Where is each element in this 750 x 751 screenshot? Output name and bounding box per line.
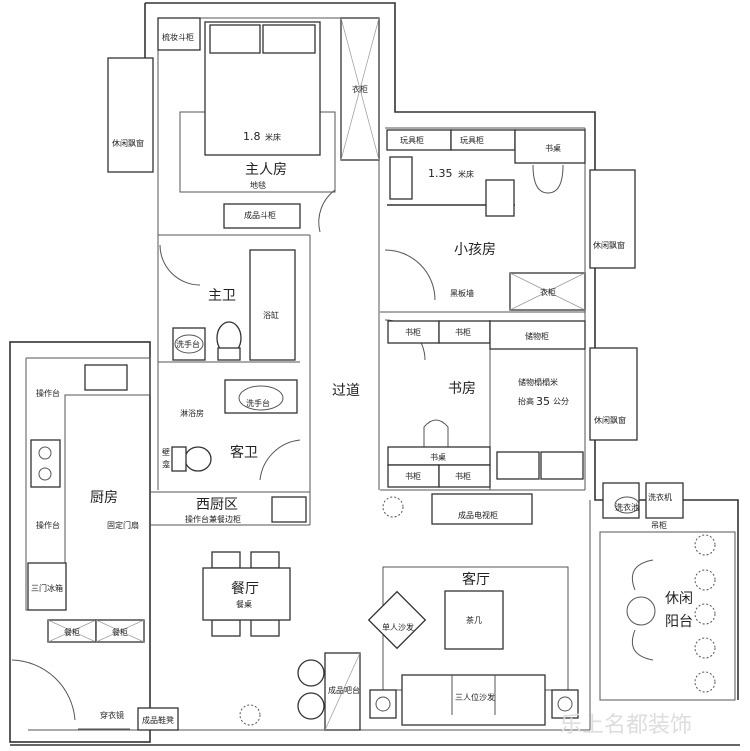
- child-room: 玩具柜 玩具柜 书桌 1.35 米床 小孩房 黑板墙 衣柜 休闲飘窗: [386, 129, 636, 311]
- desk-label-child: 书桌: [545, 143, 561, 153]
- kitchen: 操作台 厨房 操作台 固定门扇 三门冰箱 餐柜 餐柜 西厨区 操作台兼餐边柜: [25, 357, 307, 643]
- balcony: 洗衣池 洗衣机 吊柜 休闲 阳台: [599, 482, 736, 701]
- dresser: [157, 17, 201, 51]
- master-bedroom: 休闲飘窗 梳妆斗柜 1.8 米床 主人房 地毯 衣柜 成品斗柜: [107, 17, 380, 229]
- washbasin-master-label: 洗手台: [176, 339, 200, 349]
- fixed-door-label: 固定门扇: [107, 520, 139, 530]
- laundry-sink-label: 洗衣池: [615, 502, 639, 512]
- coffee-table-label: 茶几: [466, 615, 482, 625]
- tatami-unit: 公分: [553, 397, 569, 406]
- bookcase-label-3: 书柜: [405, 471, 421, 481]
- chest-label: 成品斗柜: [244, 210, 276, 220]
- tatami-height: 35: [536, 395, 550, 408]
- dining-table: [202, 567, 291, 621]
- western-counter-label: 操作台兼餐边柜: [185, 514, 241, 524]
- bathtub-label: 浴缸: [263, 310, 279, 320]
- living-room: 成品电视柜 客厅 茶几 单人沙发 三人位沙发: [367, 493, 579, 726]
- bathrooms: 主卫 浴缸 洗手台 淋浴房 洗手台 客卫 壁 龛 过道: [162, 249, 360, 472]
- bookcase-label-2: 书柜: [455, 327, 471, 337]
- rug-label: 地毯: [250, 180, 266, 190]
- three-seat-sofa: [401, 674, 546, 726]
- mirror-label: 穿衣镜: [100, 710, 124, 720]
- single-sofa: [367, 590, 427, 650]
- desk-label-study: 书桌: [430, 452, 446, 462]
- wardrobe-label: 衣柜: [352, 84, 368, 94]
- ladder: [485, 179, 515, 217]
- wardrobe-child-label: 衣柜: [540, 287, 556, 297]
- child-bed-unit: 米床: [458, 169, 474, 179]
- child-bed-size: 1.35: [428, 167, 453, 180]
- bookcase-label-4: 书柜: [455, 471, 471, 481]
- tv-cabinet-label: 成品电视柜: [458, 510, 498, 520]
- toy-cabinet-label-2: 玩具柜: [460, 135, 484, 145]
- chest: [223, 203, 301, 229]
- dining-table-label: 餐桌: [236, 599, 252, 609]
- room-label-dining: 餐厅: [231, 581, 259, 597]
- room-label-corridor: 过道: [332, 383, 360, 399]
- sideboard-label-1: 餐柜: [64, 627, 80, 637]
- bed-unit: 米床: [265, 132, 281, 142]
- room-label-kitchen: 厨房: [90, 490, 118, 506]
- room-label-master: 主人房: [245, 162, 287, 178]
- blackboard-label: 黑板墙: [450, 288, 474, 298]
- counter-label-2: 操作台: [36, 520, 60, 530]
- dresser-label: 梳妆斗柜: [162, 32, 194, 42]
- dining: 餐厅 餐桌 成品吧台 穿衣镜 成品鞋凳: [78, 551, 361, 731]
- room-label-western-kitchen: 西厨区: [196, 497, 238, 513]
- room-label-balcony-1: 休闲: [665, 591, 693, 607]
- study: 书柜 书柜 储物柜 书房 书桌 书柜 书柜 储物榻榻米 抬高 35 公分 休闲飘…: [387, 320, 638, 488]
- sideboard-label-2: 餐柜: [112, 627, 128, 637]
- sink: [84, 364, 128, 391]
- bookcase-label-1: 书柜: [405, 327, 421, 337]
- bay-window-study: [589, 347, 638, 441]
- bar-label: 成品吧台: [328, 685, 360, 695]
- bay-window-label: 休闲飘窗: [112, 138, 144, 148]
- tatami-raise-label: 抬高: [518, 396, 534, 406]
- watermark: 乐上名都装饰: [560, 713, 692, 738]
- shoe-bench-label: 成品鞋凳: [142, 715, 174, 725]
- fridge-label: 三门冰箱: [31, 583, 63, 593]
- washer-label: 洗衣机: [648, 492, 672, 502]
- wall-cabinet-label: 吊柜: [651, 520, 667, 530]
- single-sofa-label: 单人沙发: [382, 622, 414, 632]
- counter-label-1: 操作台: [36, 388, 60, 398]
- room-label-living: 客厅: [462, 571, 490, 588]
- three-seat-sofa-label: 三人位沙发: [455, 692, 495, 702]
- tatami-label: 储物榻榻米: [518, 377, 558, 387]
- room-label-balcony-2: 阳台: [665, 614, 693, 630]
- room-label-master-bath: 主卫: [208, 288, 236, 304]
- shower-label: 淋浴房: [180, 408, 204, 418]
- stove: [30, 439, 61, 488]
- washbasin-guest-label: 洗手台: [246, 398, 270, 408]
- room-label-study: 书房: [448, 381, 476, 397]
- bed-size: 1.8: [243, 130, 261, 143]
- bay-window-master: [107, 57, 154, 173]
- bay-window-child-label: 休闲飘窗: [593, 240, 625, 250]
- bay-window-study-label: 休闲飘窗: [594, 415, 626, 425]
- toy-cabinet-label-1: 玩具柜: [400, 135, 424, 145]
- niche-label-1: 壁: [162, 447, 170, 457]
- bathtub: [249, 249, 296, 361]
- storage-cabinet-label: 储物柜: [525, 331, 549, 341]
- room-label-guest-bath: 客卫: [230, 444, 258, 461]
- coffee-table: [444, 590, 504, 650]
- bay-window-child: [589, 169, 636, 269]
- niche-label-2: 龛: [162, 459, 170, 469]
- room-label-child: 小孩房: [454, 242, 496, 258]
- tv-cabinet: [431, 493, 533, 525]
- fridge: [27, 562, 67, 611]
